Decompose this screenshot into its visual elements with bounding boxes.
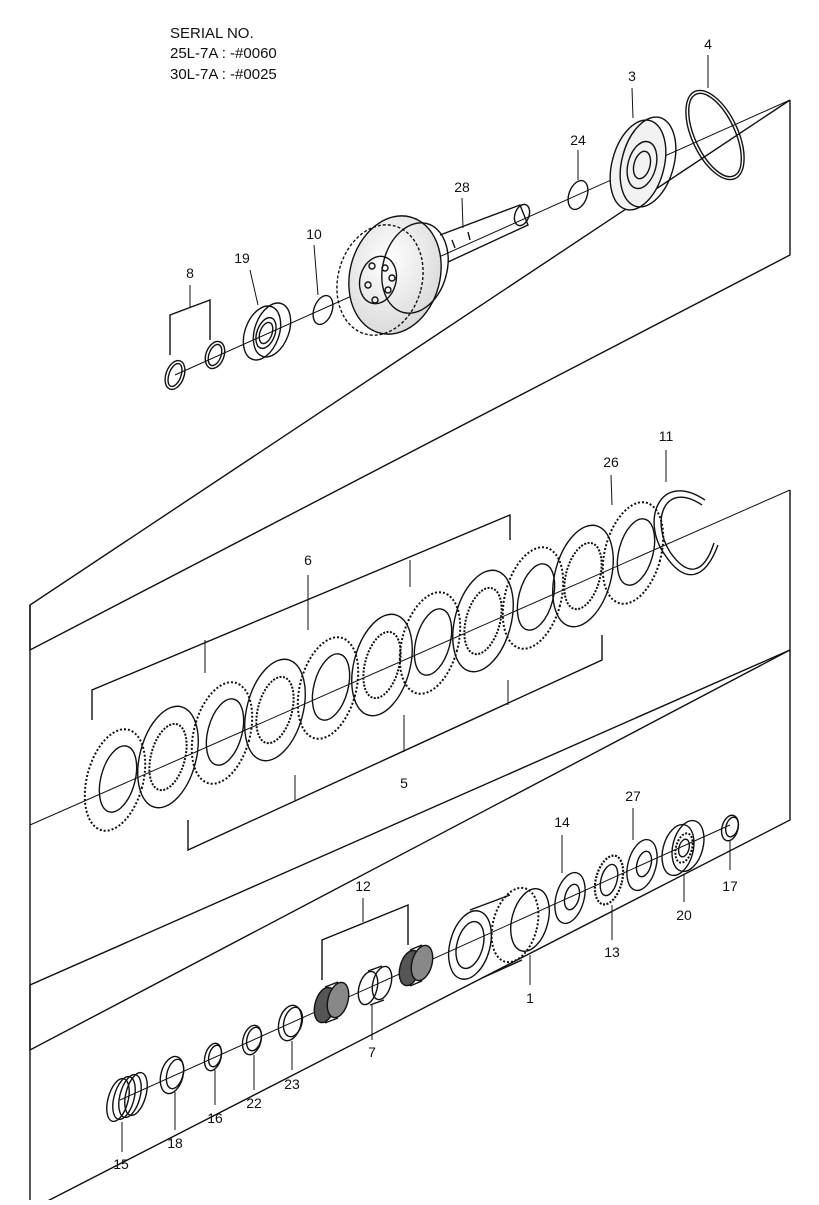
frame-bottom [29,649,791,1205]
part-19-bearing [242,302,292,361]
callout-12: 12 [355,878,371,894]
part-26-disc [601,501,665,605]
clutch-disc-9 [501,546,565,650]
top-shaft-axis [174,99,791,376]
callout-22: 22 [246,1095,262,1111]
callout-23: 23 [284,1076,300,1092]
part-12-needle-bearing-a [313,981,350,1024]
callout-19: 19 [234,250,250,266]
callout-15: 15 [113,1156,129,1172]
serial-line-30l: 30L-7A : -#0025 [170,66,277,83]
callout-20: 20 [676,907,692,923]
part-28-gear-shaft [336,203,531,336]
middle-axis [29,489,791,826]
clutch-disc-5 [296,636,360,740]
clutch-disc-7 [398,591,462,695]
serial-line-25l: 25L-7A : -#0060 [170,45,277,62]
callout-5: 5 [400,775,408,791]
callout-10: 10 [306,226,322,242]
part-3-retainer [609,116,677,211]
part-27-washer [626,838,658,892]
clutch-disc-1 [83,728,147,832]
part-8-snap-rings [164,340,226,391]
callout-26: 26 [603,454,619,470]
callout-3: 3 [628,68,636,84]
part-24-ring [567,179,589,211]
clutch-disc-6 [351,613,413,717]
part-6-bracket-top [91,513,511,720]
clutch-disc-3 [190,681,254,785]
clutch-disc-8 [452,569,514,673]
part-8-bracket [169,298,211,355]
serial-title: SERIAL NO. [170,25,254,42]
part-10-ring [312,294,334,326]
part-4-o-ring [685,89,745,181]
callout-7: 7 [368,1044,376,1060]
part-12-bracket [321,903,409,980]
callout-8: 8 [186,265,194,281]
callout-16: 16 [207,1110,223,1126]
callout-14: 14 [554,814,570,830]
part-1-gear [447,886,550,980]
part-13-thrust-bearing [593,854,625,906]
part-17-ring [720,814,740,842]
part-16-ring [203,1042,223,1072]
callout-27: 27 [625,788,641,804]
callout-4: 4 [704,36,712,52]
callout-24: 24 [570,132,586,148]
callout-11: 11 [658,428,674,444]
callout-18: 18 [167,1135,183,1151]
part-23-ring [277,1004,304,1042]
part-18-washer [159,1055,185,1095]
callout-6: 6 [304,552,312,568]
part-15-spring [106,1071,148,1123]
part-7-sleeve [357,965,393,1006]
part-11-snap-ring [653,490,719,576]
part-5-bracket-bottom [187,635,603,852]
part-12-needle-bearing-b [398,944,434,987]
callout-17: 17 [722,878,738,894]
clutch-disc-2 [137,705,199,809]
part-20-bearing [661,819,705,877]
callout-1: 1 [526,990,534,1006]
clutch-disc-4 [244,658,306,762]
clutch-disc-10 [552,524,614,628]
callout-28: 28 [454,179,470,195]
callout-13: 13 [604,944,620,960]
part-14-washer [554,871,586,925]
part-22-ring [241,1024,263,1056]
